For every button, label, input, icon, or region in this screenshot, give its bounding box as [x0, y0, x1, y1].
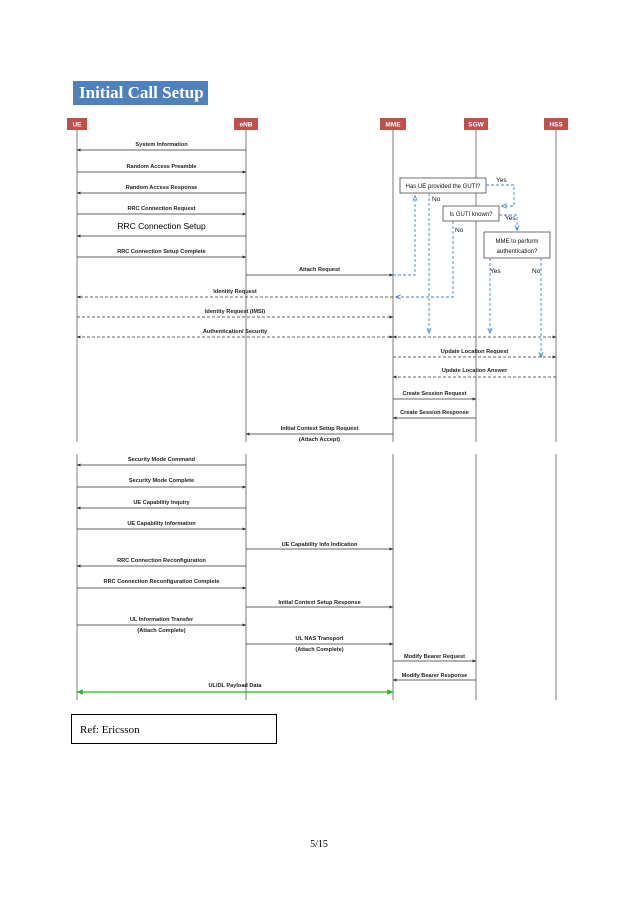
- message-label-9: Authentication/ Security: [203, 329, 268, 335]
- decision-text-authentication-2: authentication?: [497, 249, 538, 255]
- decision-box-guti-provided: [399, 177, 487, 194]
- branch-label-2: Yes: [505, 215, 516, 222]
- message-label-2: Random Access Response: [126, 185, 198, 191]
- message-label-19: UE Capability Information: [127, 521, 196, 527]
- entity-label-sgw: SGW: [468, 122, 484, 129]
- message-label-28: Modify Bearer Request: [404, 654, 465, 660]
- message-label-5: RRC Connection Setup Complete: [117, 249, 206, 255]
- message-label-8: Identity Request (IMSI): [205, 309, 265, 315]
- message-label-1: Random Access Preamble: [126, 164, 196, 170]
- message-label-15: (Attach Accept): [299, 437, 340, 443]
- decision-text-authentication-1: MME to perform: [495, 239, 538, 245]
- sequence-diagram: UE eNB MME SGW HSS System InformationRandom …: [67, 118, 568, 700]
- message-label-29: Modify Bearer Response: [402, 673, 468, 679]
- flow-known-no: [396, 221, 454, 297]
- flow-attach-to-guti: [393, 196, 415, 276]
- message-label-0: System Information: [135, 142, 188, 148]
- entity-box-sgw: [464, 118, 488, 130]
- branch-label-1: No: [432, 196, 441, 203]
- branch-label-0: Yes: [496, 177, 507, 184]
- message-label-4: RRC Connection Setup: [117, 221, 206, 231]
- page-title: Initial Call Setup: [73, 81, 208, 105]
- decision-box-guti-known: [442, 205, 500, 222]
- entity-box-enb: [234, 118, 258, 130]
- entity-label-ue: UE: [72, 122, 82, 129]
- message-label-16: Security Mode Command: [128, 457, 196, 463]
- message-label-23: Initial Context Setup Response: [278, 600, 360, 606]
- entity-box-hss: [544, 118, 568, 130]
- page-number: 5/15: [310, 839, 328, 850]
- message-label-6: Attach Request: [299, 267, 340, 273]
- message-label-30: UL/DL Payload Data: [208, 683, 262, 689]
- entity-box-mme: [380, 118, 406, 130]
- flow-known-yes: [499, 214, 517, 230]
- message-label-27: (Attach Complete): [295, 647, 343, 653]
- message-label-10: Update Location Request: [441, 349, 509, 355]
- message-label-12: Create Session Request: [402, 391, 466, 397]
- reference-box: Ref: Ericsson: [71, 714, 277, 744]
- entity-label-enb: eNB: [239, 122, 252, 129]
- message-label-14: Initial Context Setup Request: [281, 426, 359, 432]
- message-label-24: UL Information Transfer: [130, 617, 194, 623]
- message-label-22: RRC Connection Reconfiguration Complete: [104, 579, 220, 585]
- message-label-18: UE Capability Inquiry: [133, 500, 190, 506]
- decision-text-guti-known: Is GUTI known?: [449, 212, 493, 218]
- flow-guti-yes: [486, 184, 515, 206]
- branch-label-3: No: [455, 227, 464, 234]
- branch-label-5: No: [532, 268, 541, 275]
- decision-box-authentication: [483, 231, 551, 259]
- decision-text-guti-provided: Has UE provided the GUTI?: [406, 184, 481, 190]
- message-label-7: Identity Request: [213, 289, 257, 295]
- message-label-17: Security Mode Complete: [129, 478, 194, 484]
- message-label-3: RRC Connection Request: [127, 206, 195, 212]
- entity-label-hss: HSS: [549, 122, 563, 129]
- message-label-13: Create Session Response: [400, 410, 469, 416]
- message-label-25: (Attach Complete): [137, 628, 185, 634]
- message-label-26: UL NAS Transport: [295, 636, 343, 642]
- entity-box-ue: [67, 118, 87, 130]
- message-label-11: Update Location Answer: [442, 368, 508, 374]
- branch-label-4: Yes: [490, 268, 501, 275]
- entity-label-mme: MME: [385, 122, 401, 129]
- message-label-20: UE Capability Info Indication: [282, 542, 358, 548]
- message-label-21: RRC Connection Reconfiguration: [117, 558, 206, 564]
